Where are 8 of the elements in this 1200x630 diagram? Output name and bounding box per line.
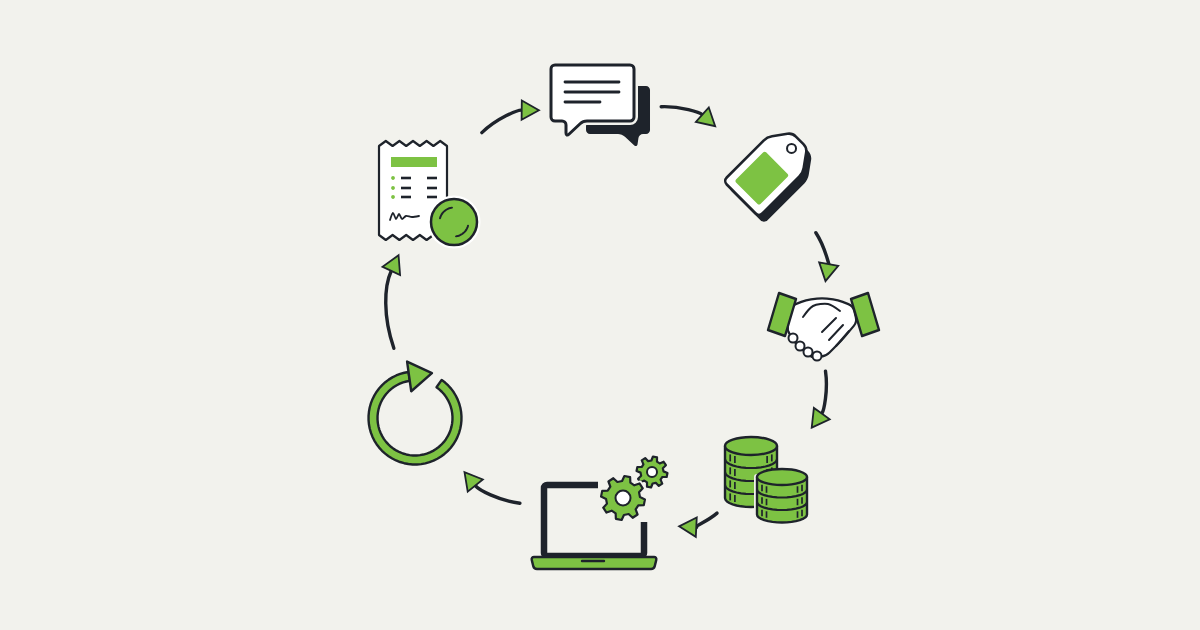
coin-stacks-icon (722, 435, 810, 526)
price-tag-icon (724, 132, 812, 222)
chat-bubbles-icon (547, 61, 650, 147)
handshake-icon (766, 291, 881, 362)
refresh-icon (367, 360, 463, 466)
receipt-icon (377, 139, 481, 249)
curved-arrow (659, 105, 717, 128)
laptop-gears-icon (530, 453, 671, 571)
